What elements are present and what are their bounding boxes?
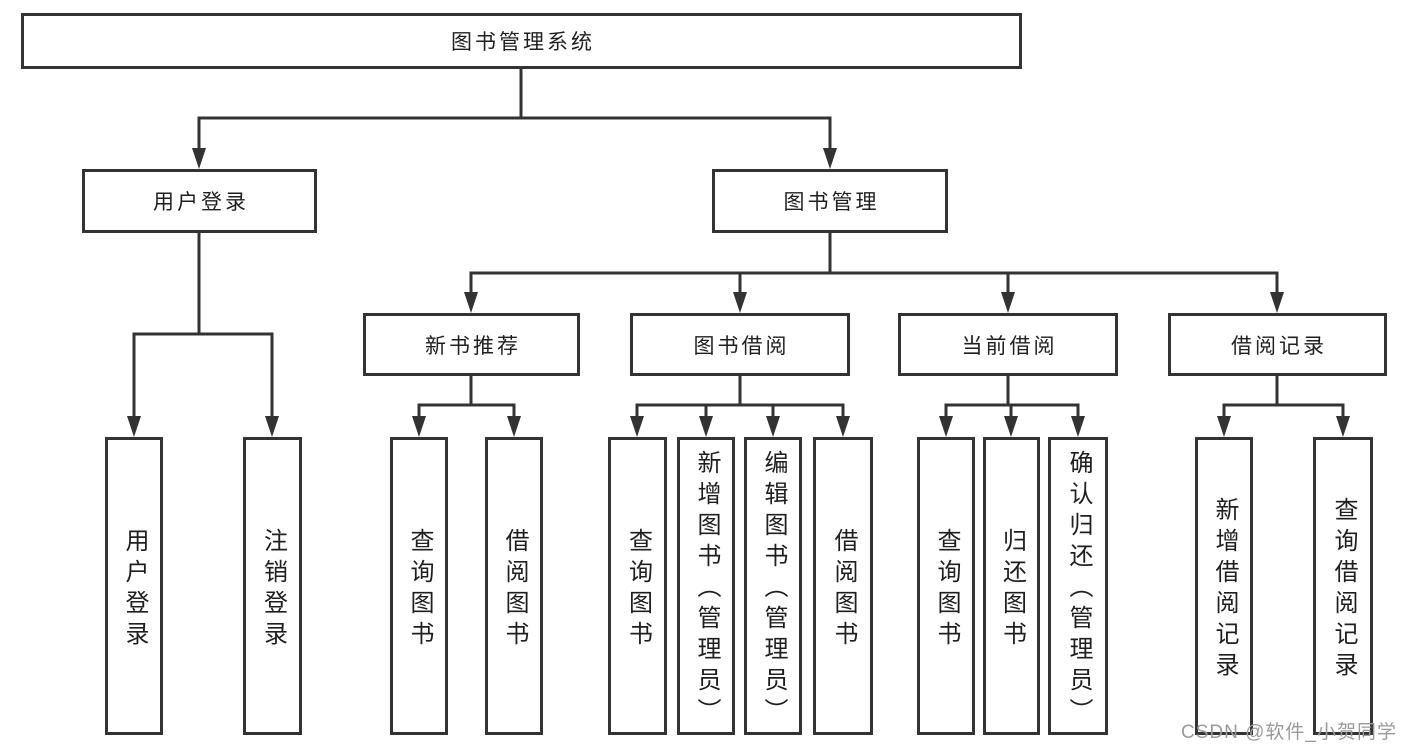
node-new-book-recommend-label: 新书推荐: [425, 334, 521, 358]
node-user-login-label: 用户登录: [153, 191, 249, 214]
leaf-query-borrow-record: 查询借阅记录: [1313, 437, 1373, 735]
leaf-query-books-borrow-label: 查询图书: [624, 527, 652, 652]
node-borrow-records-label: 借阅记录: [1231, 334, 1327, 358]
node-book-borrow-label: 图书借阅: [693, 334, 790, 358]
arrowhead-icon: [192, 148, 206, 169]
leaf-return-books: 归还图书: [983, 437, 1040, 735]
arrowhead-icon: [127, 416, 141, 437]
arrowhead-icon: [823, 148, 837, 169]
leaf-user-login: 用户登录: [105, 437, 163, 735]
leaf-edit-books-admin-label: 编辑图书（管理员）: [760, 450, 787, 729]
leaf-add-borrow-record: 新增借阅记录: [1195, 437, 1253, 735]
leaf-confirm-return-admin: 确认归还（管理员）: [1048, 437, 1108, 735]
node-book-management-label: 图书管理: [783, 191, 880, 214]
connector-user-login-children: [132, 233, 274, 417]
leaf-query-books-borrow: 查询图书: [608, 437, 667, 735]
leaf-edit-books-admin: 编辑图书（管理员）: [744, 437, 802, 735]
leaf-add-borrow-record-label: 新增借阅记录: [1211, 496, 1238, 683]
node-current-borrow: 当前借阅: [898, 313, 1118, 376]
leaf-query-books-recommend-label: 查询图书: [406, 527, 433, 652]
arrowhead-icon: [1004, 416, 1018, 437]
leaf-confirm-return-admin-label: 确认归还（管理员）: [1065, 450, 1092, 729]
arrowheads: [127, 148, 1350, 437]
arrowhead-icon: [1336, 416, 1350, 437]
arrowhead-icon: [265, 416, 279, 437]
arrowhead-icon: [630, 416, 644, 437]
arrowhead-icon: [412, 416, 426, 437]
node-current-borrow-label: 当前借阅: [961, 334, 1058, 358]
leaf-borrow-books-label: 借阅图书: [830, 527, 857, 652]
connector-borrow-records-children: [1222, 376, 1345, 417]
leaf-user-login-label: 用户登录: [121, 527, 148, 652]
connector-new-book-children: [417, 376, 516, 417]
leaf-borrow-books: 借阅图书: [813, 437, 873, 735]
connector-book-borrow-children: [635, 376, 845, 417]
arrowhead-icon: [733, 292, 747, 313]
leaf-borrow-books-recommend: 借阅图书: [485, 437, 543, 735]
node-book-management: 图书管理: [712, 169, 948, 233]
node-new-book-recommend: 新书推荐: [363, 313, 580, 376]
arrowhead-icon: [939, 416, 953, 437]
leaf-logout-login-label: 注销登录: [259, 527, 287, 652]
connector-book-mgmt-to-level3: [469, 233, 1279, 293]
leaf-query-books-recommend: 查询图书: [390, 437, 448, 735]
leaf-add-books-admin: 新增图书（管理员）: [677, 437, 735, 735]
leaf-logout-login: 注销登录: [243, 437, 302, 735]
node-book-borrow: 图书借阅: [630, 313, 850, 376]
leaf-query-books-current-label: 查询图书: [933, 527, 960, 652]
leaf-query-books-current: 查询图书: [917, 437, 975, 735]
leaf-add-books-admin-label: 新增图书（管理员）: [693, 450, 720, 729]
arrowhead-icon: [1071, 416, 1085, 437]
node-library-system: 图书管理系统: [21, 13, 1022, 69]
connector-root-to-level2: [197, 69, 832, 148]
arrowhead-icon: [836, 416, 850, 437]
leaf-borrow-books-recommend-label: 借阅图书: [501, 527, 528, 652]
arrowhead-icon: [464, 292, 478, 313]
node-user-login: 用户登录: [82, 169, 317, 233]
arrowhead-icon: [1270, 292, 1284, 313]
node-borrow-records: 借阅记录: [1168, 313, 1387, 376]
node-library-system-label: 图书管理系统: [451, 31, 595, 54]
arrowhead-icon: [1217, 416, 1231, 437]
connector-current-borrow-children: [944, 376, 1080, 417]
arrowhead-icon: [507, 416, 521, 437]
arrowhead-icon: [766, 416, 780, 437]
arrowhead-icon: [699, 416, 713, 437]
leaf-return-books-label: 归还图书: [998, 527, 1026, 652]
arrowhead-icon: [1001, 292, 1015, 313]
leaf-query-borrow-record-label: 查询借阅记录: [1330, 496, 1357, 683]
watermark: CSDN @软件_小贺同学: [1181, 722, 1397, 743]
